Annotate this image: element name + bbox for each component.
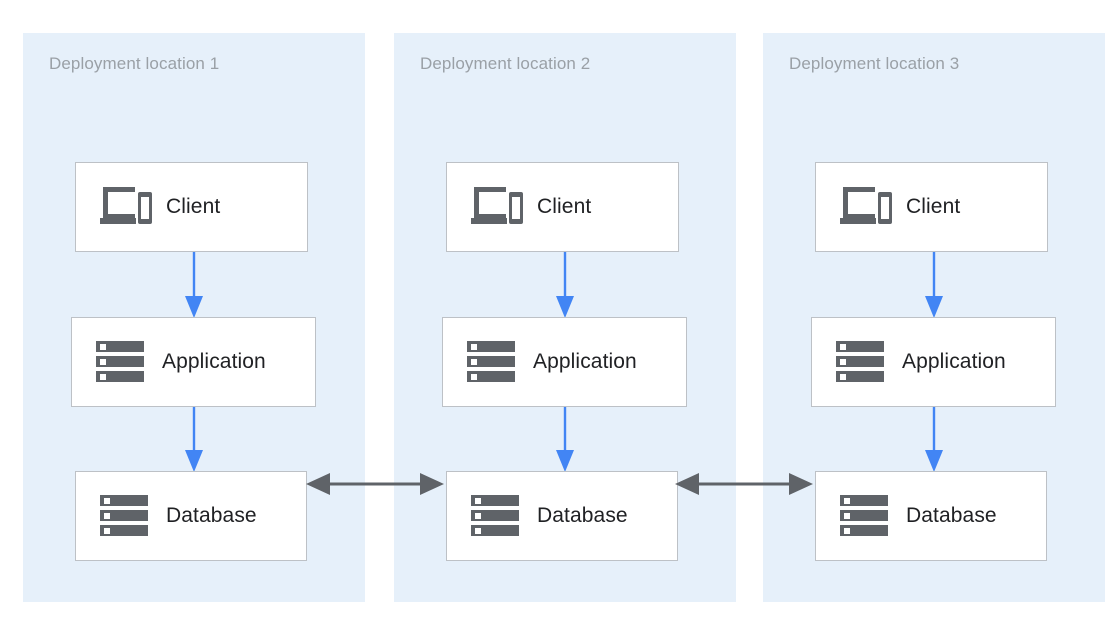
- devices-icon: [471, 187, 523, 224]
- arrow-client-to-application-2: [556, 252, 574, 318]
- server-icon: [100, 495, 148, 536]
- deployment-location-1-database-label: Database: [166, 504, 257, 527]
- arrow-application-to-database-3: [925, 407, 943, 472]
- deployment-location-3-application-label: Application: [902, 350, 1006, 373]
- server-icon: [840, 495, 888, 536]
- deployment-location-3-title: Deployment location 3: [789, 54, 960, 73]
- arrow-application-to-database-1: [185, 407, 203, 472]
- deployment-location-3-database-label: Database: [906, 504, 997, 527]
- arrow-client-to-application-1: [185, 252, 203, 318]
- deployment-location-1-application-label: Application: [162, 350, 266, 373]
- deployment-location-1-client-label: Client: [166, 195, 221, 218]
- deployment-location-2-application-label: Application: [533, 350, 637, 373]
- db-replication-arrow-2-3: [675, 473, 813, 495]
- deployment-location-1-application-node[interactable]: Application: [71, 317, 316, 407]
- deployment-location-3-database-node[interactable]: Database: [815, 471, 1047, 561]
- deployment-location-2-application-node[interactable]: Application: [442, 317, 687, 407]
- devices-icon: [100, 187, 152, 224]
- deployment-location-2-client-label: Client: [537, 195, 592, 218]
- deployment-location-1-client-node[interactable]: Client: [75, 162, 308, 252]
- deployment-location-1-database-node[interactable]: Database: [75, 471, 307, 561]
- server-icon: [836, 341, 884, 382]
- deployment-location-2-title: Deployment location 2: [420, 54, 591, 73]
- deployment-location-2-database-label: Database: [537, 504, 628, 527]
- deployment-location-3-client-node[interactable]: Client: [815, 162, 1048, 252]
- server-icon: [96, 341, 144, 382]
- deployment-location-1-title: Deployment location 1: [49, 54, 220, 73]
- server-icon: [467, 341, 515, 382]
- deployment-location-3-application-node[interactable]: Application: [811, 317, 1056, 407]
- deployment-location-3-client-label: Client: [906, 195, 961, 218]
- deployment-location-2-client-node[interactable]: Client: [446, 162, 679, 252]
- db-replication-arrow-1-2: [306, 473, 444, 495]
- deployment-location-2-database-node[interactable]: Database: [446, 471, 678, 561]
- devices-icon: [840, 187, 892, 224]
- deployment-location-2-panel: Deployment location 2 Client: [394, 33, 736, 602]
- arrow-client-to-application-3: [925, 252, 943, 318]
- arrow-application-to-database-2: [556, 407, 574, 472]
- server-icon: [471, 495, 519, 536]
- deployment-location-3-panel: Deployment location 3 Client: [763, 33, 1105, 602]
- deployment-location-1-panel: Deployment location 1 Client: [23, 33, 365, 602]
